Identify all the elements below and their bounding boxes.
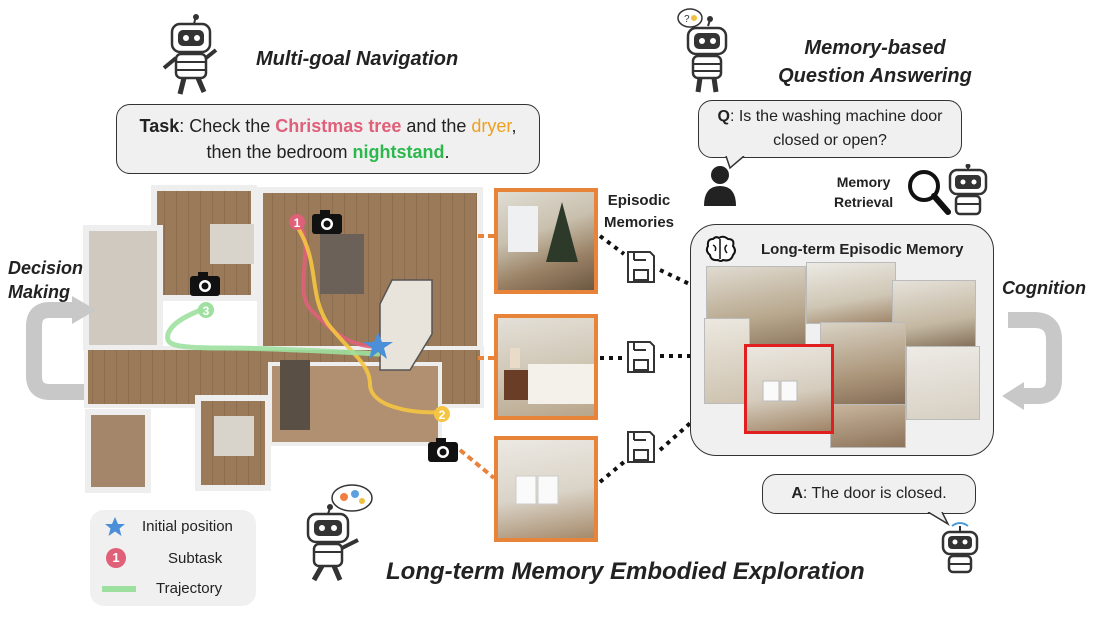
legend-subtask: Subtask bbox=[168, 550, 223, 567]
floor-plan: 1 2 3 bbox=[83, 185, 484, 493]
robot-icon bbox=[162, 14, 218, 95]
answer-bubble: A: The door is closed. bbox=[762, 474, 976, 514]
task-item-nightstand: nightstand bbox=[352, 142, 445, 162]
svg-text:?: ? bbox=[684, 14, 690, 25]
subtask-marker-1 bbox=[289, 214, 305, 230]
person-icon bbox=[704, 166, 736, 206]
legend-trajectory-swatch bbox=[102, 586, 136, 592]
memory-qa-title-line1: Memory-based bbox=[804, 37, 946, 59]
memory-thumbnail bbox=[806, 262, 896, 324]
subtask-marker-1-label: 1 bbox=[294, 216, 301, 230]
retrieved-memory-thumbnail bbox=[744, 344, 834, 434]
exploring-robot-icon bbox=[306, 484, 373, 582]
robot-head-icon bbox=[948, 164, 988, 216]
decision-making-line-2: Making bbox=[8, 282, 71, 302]
trajectory-red bbox=[298, 223, 379, 349]
task-line-2: then the bedroom nightstand. bbox=[117, 139, 539, 165]
save-icon bbox=[627, 251, 655, 283]
save-icon bbox=[627, 431, 655, 463]
task-text: then the bedroom bbox=[206, 142, 353, 162]
long-term-memory-title: Long-term Episodic Memory bbox=[761, 241, 964, 258]
task-bubble: Task: Check the Christmas tree and the d… bbox=[116, 104, 540, 174]
answer-bubble-tail bbox=[927, 512, 950, 526]
brain-icon bbox=[705, 235, 736, 262]
memory-thumbnail bbox=[830, 404, 906, 448]
episodic-photo-christmas-tree bbox=[494, 188, 598, 294]
memory-retrieval-line-1: Memory bbox=[836, 174, 891, 190]
trajectory-green bbox=[165, 305, 381, 357]
camera-icon bbox=[190, 272, 220, 296]
memory-thumbnail bbox=[892, 280, 976, 350]
memory-retrieval-label: Memory Retrieval bbox=[834, 172, 893, 212]
initial-position-star bbox=[363, 332, 393, 359]
task-text: and the bbox=[401, 116, 472, 136]
save-icon bbox=[627, 341, 655, 373]
multi-goal-title: Multi-goal Navigation bbox=[256, 48, 459, 70]
cognition-cycle-arrow bbox=[1002, 312, 1062, 410]
answer-text: : The door is closed. bbox=[802, 485, 947, 502]
question-line-1: Q: Is the washing machine door bbox=[699, 105, 961, 129]
legend-initial-position: Initial position bbox=[142, 518, 233, 535]
episodic-photo-bedroom bbox=[494, 314, 598, 420]
question-bubble: Q: Is the washing machine door closed or… bbox=[698, 100, 962, 158]
cognition-label: Cognition bbox=[1002, 278, 1086, 298]
question-text-line-2: closed or open? bbox=[773, 132, 887, 149]
subtask-marker-2 bbox=[434, 406, 450, 422]
memory-thumbnail bbox=[820, 322, 906, 412]
decision-making-line-1: Decision bbox=[8, 258, 84, 278]
decision-cycle-arrow bbox=[26, 296, 96, 400]
legend-subtask-marker: 1 bbox=[106, 548, 126, 568]
question-text: : Is the washing machine door bbox=[729, 108, 943, 125]
memory-thumbnail bbox=[704, 318, 750, 404]
task-text: , bbox=[511, 116, 517, 136]
task-text: : Check the bbox=[179, 116, 276, 136]
episodic-memories-line-1: Episodic bbox=[607, 192, 671, 209]
subtask-marker-2-label: 2 bbox=[439, 408, 446, 422]
memory-qa-title-line2: Question Answering bbox=[778, 65, 972, 87]
question-label: Q bbox=[717, 108, 730, 125]
camera-icon bbox=[312, 210, 342, 234]
task-item-dryer: dryer bbox=[471, 116, 512, 136]
question-bubble-tail bbox=[725, 156, 745, 170]
legend-trajectory: Trajectory bbox=[156, 580, 223, 597]
magnifier-icon bbox=[908, 170, 951, 215]
subtask-marker-3-label: 3 bbox=[203, 304, 210, 318]
task-text: . bbox=[444, 142, 450, 162]
main-title: Long-term Memory Embodied Exploration bbox=[386, 558, 865, 585]
decision-making-label: Decision Making bbox=[8, 256, 83, 304]
memory-thumbnail bbox=[906, 346, 980, 420]
legend: Initial position 1 Subtask Trajectory bbox=[90, 510, 256, 606]
thinking-robot-icon: ? bbox=[677, 8, 728, 93]
task-label: Task bbox=[139, 116, 180, 136]
task-item-christmas-tree: Christmas tree bbox=[275, 116, 402, 136]
memory-qa-title: Memory-based Question Answering bbox=[760, 34, 990, 90]
subtask-marker-3 bbox=[198, 302, 214, 318]
episodic-photo-laundry bbox=[494, 436, 598, 542]
answer-label: A bbox=[791, 485, 803, 502]
task-line-1: Task: Check the Christmas tree and the d… bbox=[117, 113, 539, 139]
legend-star-icon bbox=[105, 517, 125, 536]
camera-icon bbox=[428, 438, 458, 462]
answering-robot-icon bbox=[941, 522, 979, 574]
episodic-memories-label: Episodic Memories bbox=[604, 190, 674, 234]
memory-retrieval-line-2: Retrieval bbox=[834, 194, 894, 210]
episodic-memories-line-2: Memories bbox=[604, 214, 675, 231]
